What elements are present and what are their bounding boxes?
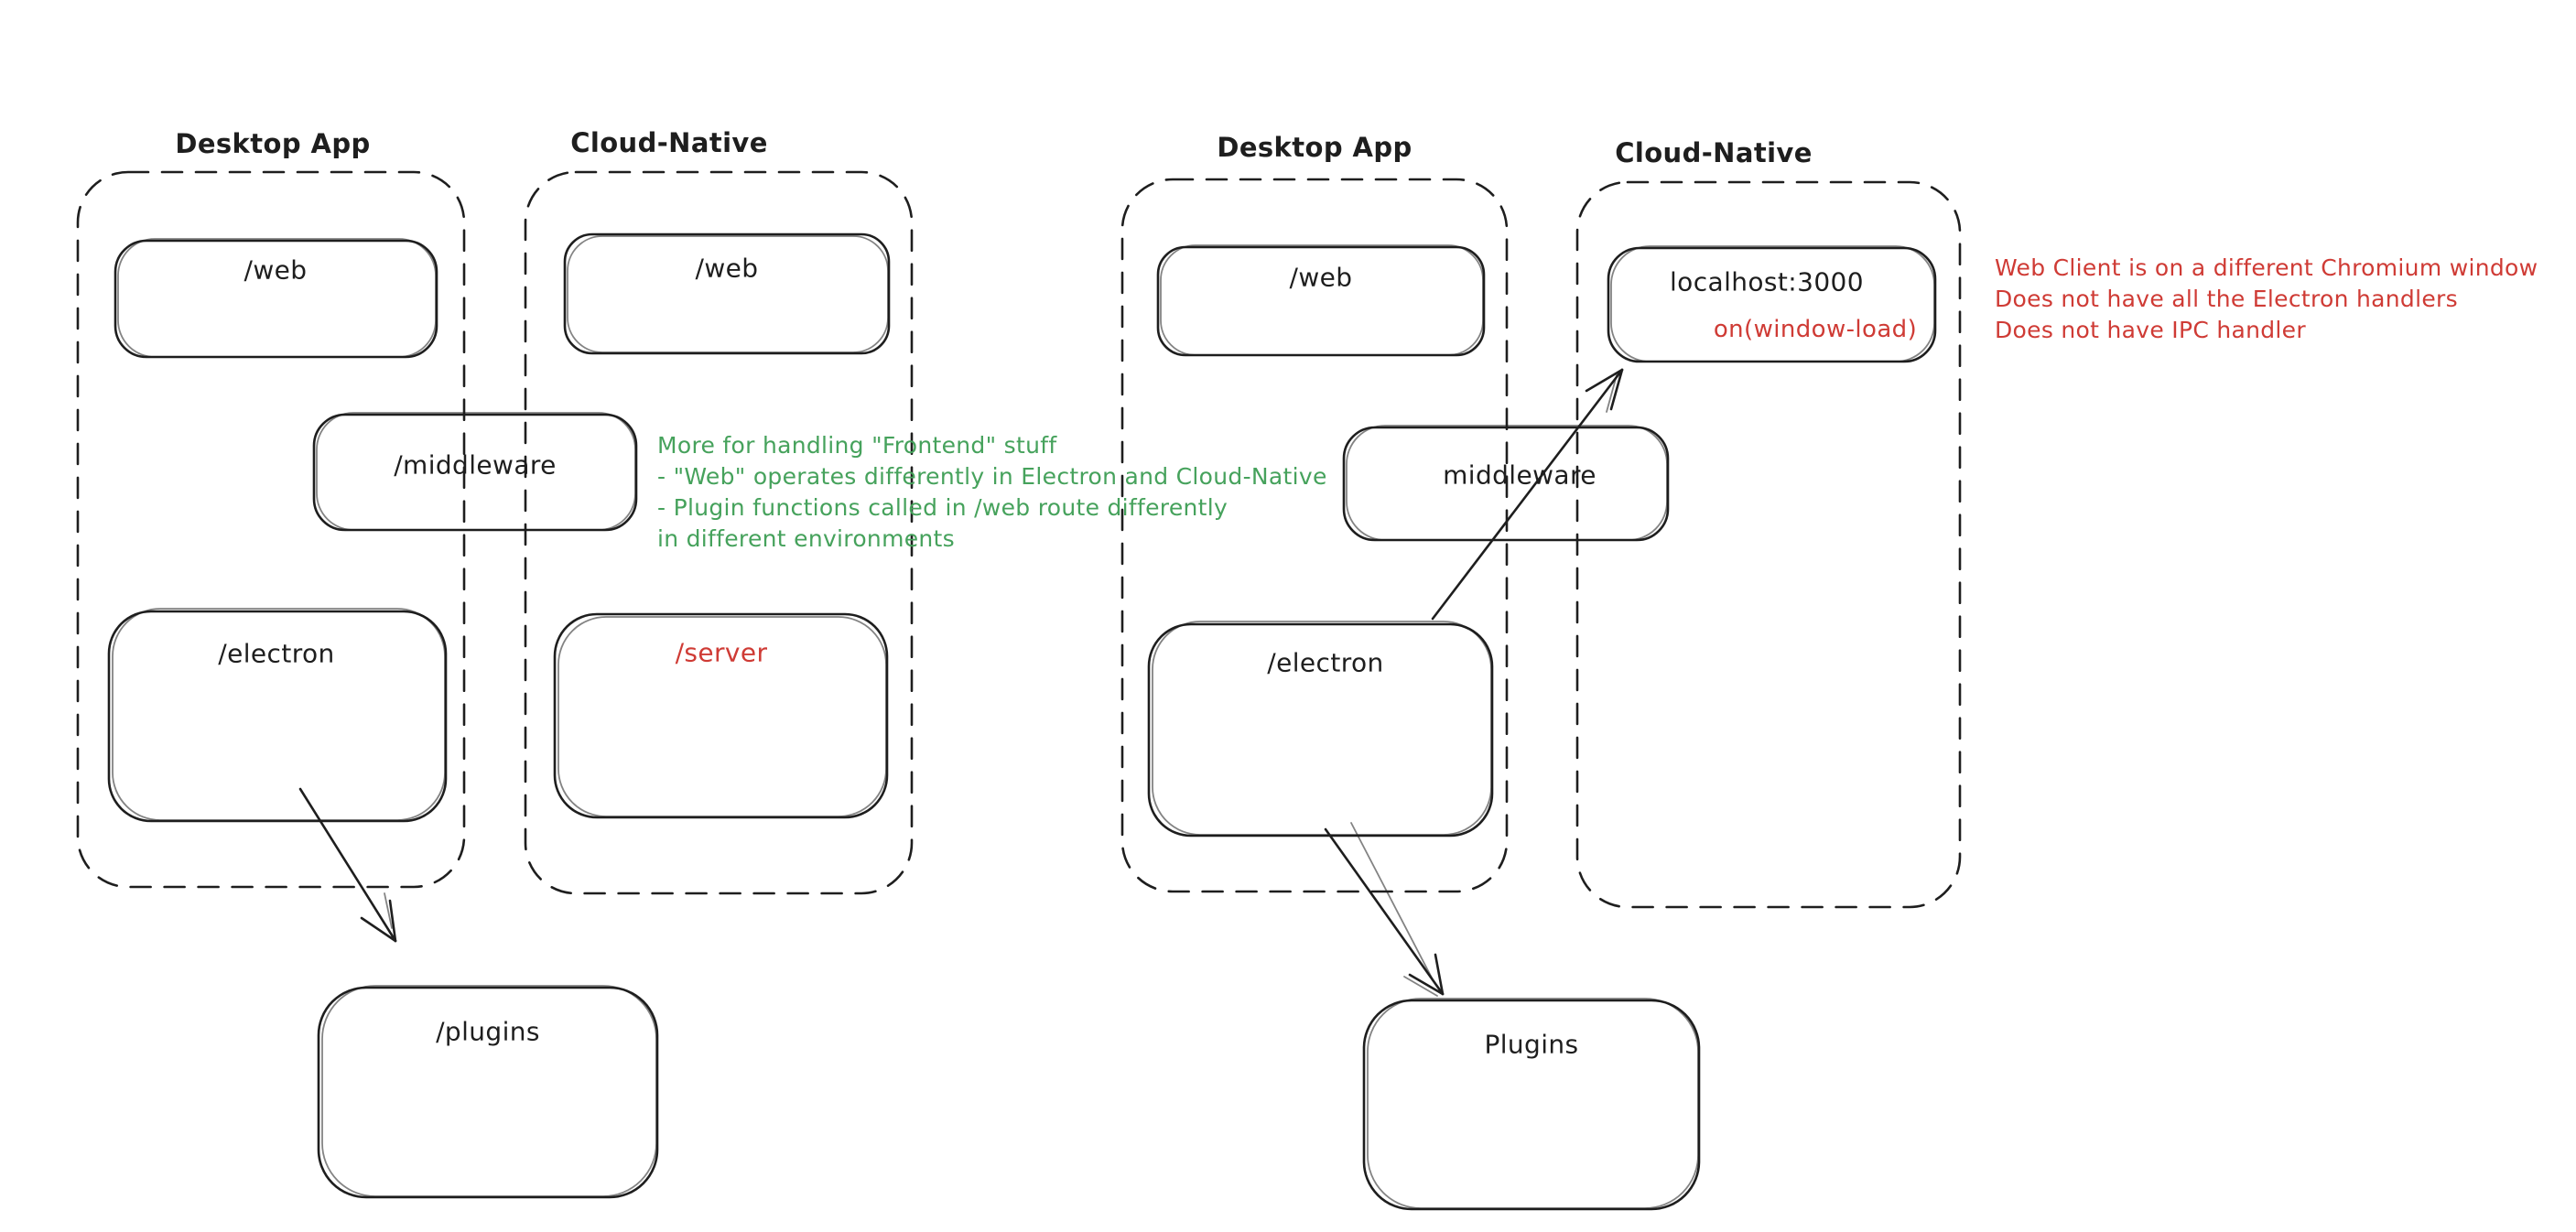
box-plugins-right[interactable] <box>1362 998 1701 1211</box>
green-note-line-2: - "Web" operates differently in Electron… <box>657 463 1327 490</box>
middleware-left-label[interactable]: /middleware <box>394 449 557 481</box>
localhost-title[interactable]: localhost:3000 <box>1670 266 1864 297</box>
green-note-line-3: - Plugin functions called in /web route … <box>657 494 1228 521</box>
green-note-line-4: in different environments <box>657 525 955 552</box>
plugins-left-label[interactable]: /plugins <box>436 1016 540 1047</box>
web-desktop-left-label[interactable]: /web <box>244 254 308 286</box>
box-server-left[interactable] <box>553 612 889 819</box>
box-web-desktop-left[interactable] <box>114 238 438 359</box>
arrow-electron-to-plugins-left[interactable] <box>298 787 397 943</box>
box-middleware-left[interactable] <box>312 412 638 532</box>
right-cloud-container[interactable] <box>1575 180 1962 909</box>
box-electron-right[interactable] <box>1147 621 1494 838</box>
left-desktop-container[interactable] <box>76 170 466 889</box>
left-cloud-label[interactable]: Cloud-Native <box>570 127 768 158</box>
arrow-electron-to-plugins-right[interactable] <box>1324 822 1445 997</box>
localhost-event-label[interactable]: on(window-load) <box>1713 316 1918 343</box>
left-cloud-container[interactable] <box>524 170 914 895</box>
middleware-right-label[interactable]: middleware <box>1443 459 1596 491</box>
red-note-line-3: Does not have IPC handler <box>1995 317 2306 343</box>
right-desktop-container[interactable] <box>1120 178 1509 893</box>
server-left-label[interactable]: /server <box>675 637 768 668</box>
web-cloud-left-label[interactable]: /web <box>695 253 759 284</box>
red-note-line-2: Does not have all the Electron handlers <box>1995 286 2458 312</box>
green-note-line-1: More for handling "Frontend" stuff <box>657 432 1057 459</box>
box-electron-left[interactable] <box>107 608 448 823</box>
box-plugins-left[interactable] <box>317 985 659 1199</box>
red-note-line-1: Web Client is on a different Chromium wi… <box>1995 254 2538 281</box>
arrow-electron-to-localhost[interactable] <box>1431 368 1624 621</box>
box-localhost[interactable] <box>1607 245 1937 363</box>
box-web-cloud-left[interactable] <box>563 232 891 355</box>
plugins-right-label[interactable]: Plugins <box>1484 1029 1579 1060</box>
right-cloud-label[interactable]: Cloud-Native <box>1615 137 1813 168</box>
right-desktop-label[interactable]: Desktop App <box>1217 132 1412 163</box>
electron-left-label[interactable]: /electron <box>218 638 335 669</box>
green-note[interactable]: More for handling "Frontend" stuff - "We… <box>657 430 1327 555</box>
box-web-right[interactable] <box>1156 244 1486 357</box>
left-desktop-label[interactable]: Desktop App <box>175 128 371 159</box>
box-middleware-right[interactable] <box>1342 425 1670 542</box>
red-note[interactable]: Web Client is on a different Chromium wi… <box>1995 253 2538 346</box>
web-right-label[interactable]: /web <box>1289 262 1353 293</box>
electron-right-label[interactable]: /electron <box>1267 647 1384 678</box>
